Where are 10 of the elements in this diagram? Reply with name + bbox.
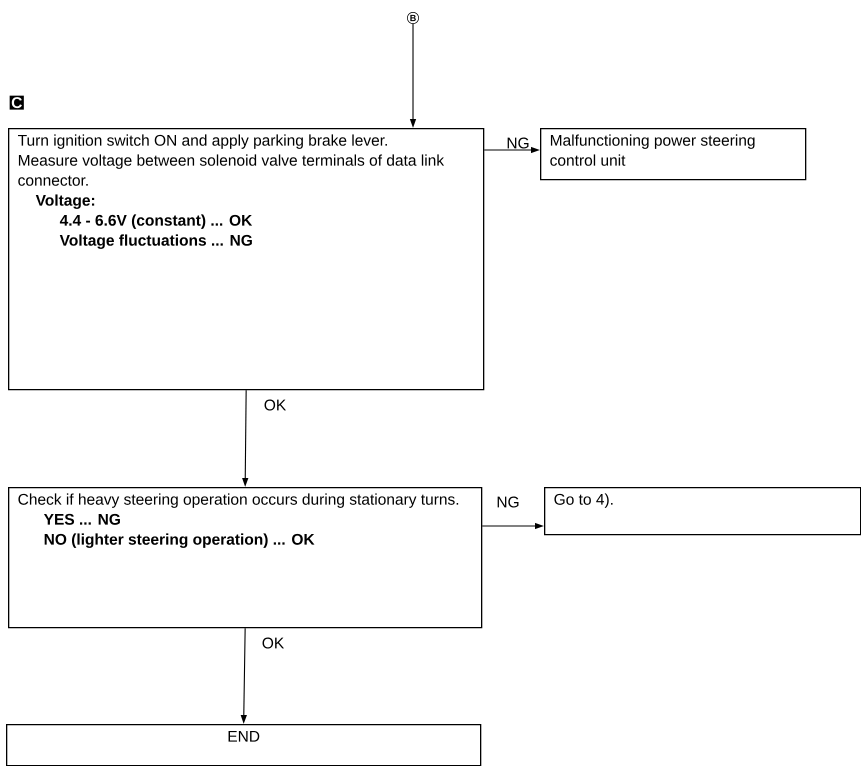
process-box: Turn ignition switch ON and apply parking brake lever. Measure voltage between solenoid valve terminals of data link connector. Voltage: 4.4 - 6.6V (constant) ... OK Voltage fluctuations ... NG (8, 128, 484, 390)
edge-label: NG (505, 136, 531, 150)
process-box: Malfunctioning power steering control unit (540, 128, 806, 180)
edge-label: OK (262, 398, 288, 412)
edge-label: NG (495, 496, 521, 508)
process-box: Go to 4). (544, 487, 861, 536)
process-box: Check if heavy steering operation occurs during stationary turns. YES ... NG NO (lighter steering operation) ... OK (8, 487, 482, 628)
edge-label: OK (260, 636, 286, 650)
process-box: END (6, 724, 482, 766)
section-badge: C (10, 96, 24, 110)
